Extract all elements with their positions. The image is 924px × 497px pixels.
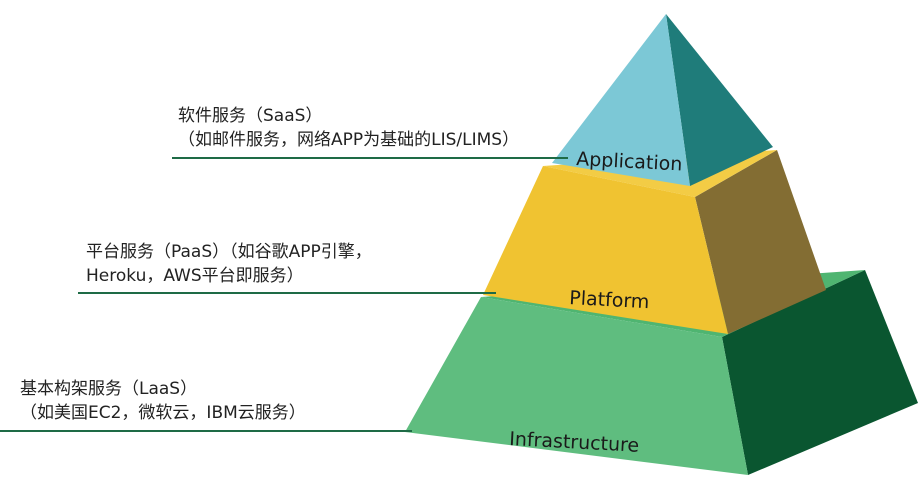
infrastructure-description: 基本构架服务（LaaS） （如美国EC2，微软云，IBM云服务） xyxy=(20,377,306,425)
infrastructure-front-face xyxy=(405,297,748,475)
application-side-face xyxy=(666,14,773,186)
application-front-face xyxy=(552,14,690,186)
platform-leader-line xyxy=(78,292,496,294)
infrastructure-side-face xyxy=(722,270,918,475)
application-leader-line xyxy=(172,157,568,159)
platform-description: 平台服务（PaaS）（如谷歌APP引擎， Heroku，AWS平台即服务） xyxy=(86,240,372,288)
infrastructure-leader-line xyxy=(0,430,412,432)
platform-front-face xyxy=(483,166,728,334)
application-description: 软件服务（SaaS） （如邮件服务，网络APP为基础的LIS/LIMS） xyxy=(178,104,519,152)
platform-layer-label: Platform xyxy=(569,287,650,313)
platform-description-line-2: Heroku，AWS平台即服务） xyxy=(86,266,304,286)
application-description-line-1: 软件服务（SaaS） xyxy=(178,106,323,126)
infrastructure-description-line-1: 基本构架服务（LaaS） xyxy=(20,379,198,399)
platform-description-line-1: 平台服务（PaaS）（如谷歌APP引擎， xyxy=(86,242,372,262)
platform-side-face xyxy=(695,150,826,334)
infrastructure-description-line-2: （如美国EC2，微软云，IBM云服务） xyxy=(20,403,306,423)
application-description-line-2: （如邮件服务，网络APP为基础的LIS/LIMS） xyxy=(178,130,520,150)
